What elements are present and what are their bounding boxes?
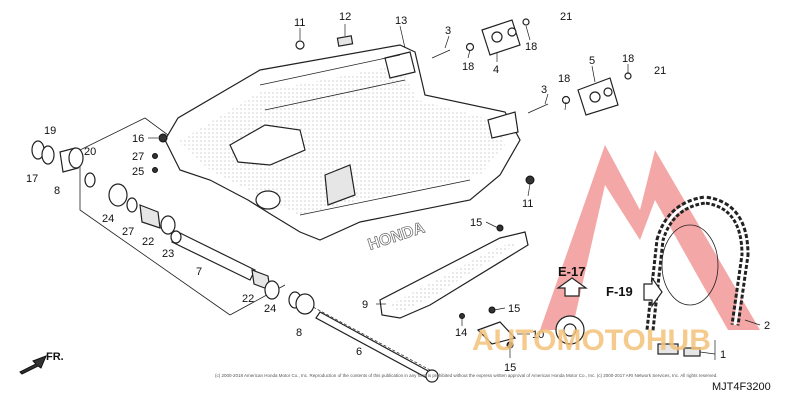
callout-2: 2	[764, 320, 770, 332]
swingarm-body: HONDA	[164, 44, 521, 254]
honda-emboss: HONDA	[366, 219, 427, 253]
callout-26: 27	[132, 151, 144, 163]
callout-8a: 8	[54, 185, 60, 197]
callout-27: 27	[122, 226, 134, 238]
drive-chain	[645, 195, 750, 357]
callout-19: 19	[44, 125, 56, 137]
callout-10: 10	[532, 329, 544, 341]
callout-8b: 8	[296, 327, 302, 339]
diagram-part-code: MJT4F3200	[712, 381, 771, 393]
callout-20: 20	[84, 146, 96, 158]
rear-axle	[315, 311, 439, 383]
leader-lines	[148, 24, 761, 360]
callout-14: 14	[455, 327, 467, 339]
callout-6: 6	[356, 346, 362, 358]
pivot-shaft	[170, 230, 256, 281]
callout-22b: 22	[242, 293, 254, 305]
fasteners	[152, 35, 549, 349]
callout-7: 7	[196, 266, 202, 278]
callout-22a: 22	[142, 236, 154, 248]
chain-guard	[379, 231, 529, 319]
callout-18d: 18	[622, 53, 634, 65]
front-direction-arrow	[19, 355, 47, 375]
callout-15c: 15	[504, 362, 516, 374]
callout-16: 16	[132, 133, 144, 145]
callout-12: 12	[339, 11, 351, 23]
callout-11b: 11	[522, 198, 533, 210]
callout-24a: 24	[102, 213, 114, 225]
callout-13: 13	[395, 15, 407, 27]
pivot-hardware-left	[31, 140, 315, 315]
callout-15b: 15	[508, 303, 520, 315]
callout-24b: 24	[264, 303, 276, 315]
callout-11a: 11	[294, 17, 305, 29]
callout-1: 1	[720, 349, 726, 361]
reference-arrows	[556, 276, 663, 308]
callout-labels: 11 12 13 3 18 4 18 21 3 18 5 18 21 16 27…	[26, 11, 770, 374]
callout-21a: 21	[560, 11, 572, 23]
callout-25: 25	[132, 166, 144, 178]
callout-17: 17	[26, 173, 38, 185]
callout-4: 4	[493, 64, 499, 76]
copyright-notice: (c) 2000-2018 American Honda Motor Co., …	[215, 373, 718, 378]
callout-3a: 3	[445, 25, 451, 37]
watermark-text: AUTOMOTOHUB	[472, 324, 711, 357]
callout-9: 9	[362, 299, 368, 311]
watermark-logo	[540, 145, 760, 330]
callout-18c: 18	[558, 73, 570, 85]
ref-f19[interactable]: F-19	[606, 284, 633, 299]
callout-5: 5	[589, 55, 595, 67]
ref-e17[interactable]: E-17	[558, 264, 585, 279]
callout-18b: 18	[525, 41, 537, 53]
callout-23: 23	[162, 248, 174, 260]
callout-18a: 18	[462, 61, 474, 73]
callout-21b: 21	[654, 65, 666, 77]
callout-15a: 15	[470, 217, 482, 229]
callout-3b: 3	[541, 84, 547, 96]
chain-slider	[476, 315, 585, 345]
front-direction-label: FR.	[46, 351, 64, 363]
chain-adjusters	[465, 18, 632, 116]
